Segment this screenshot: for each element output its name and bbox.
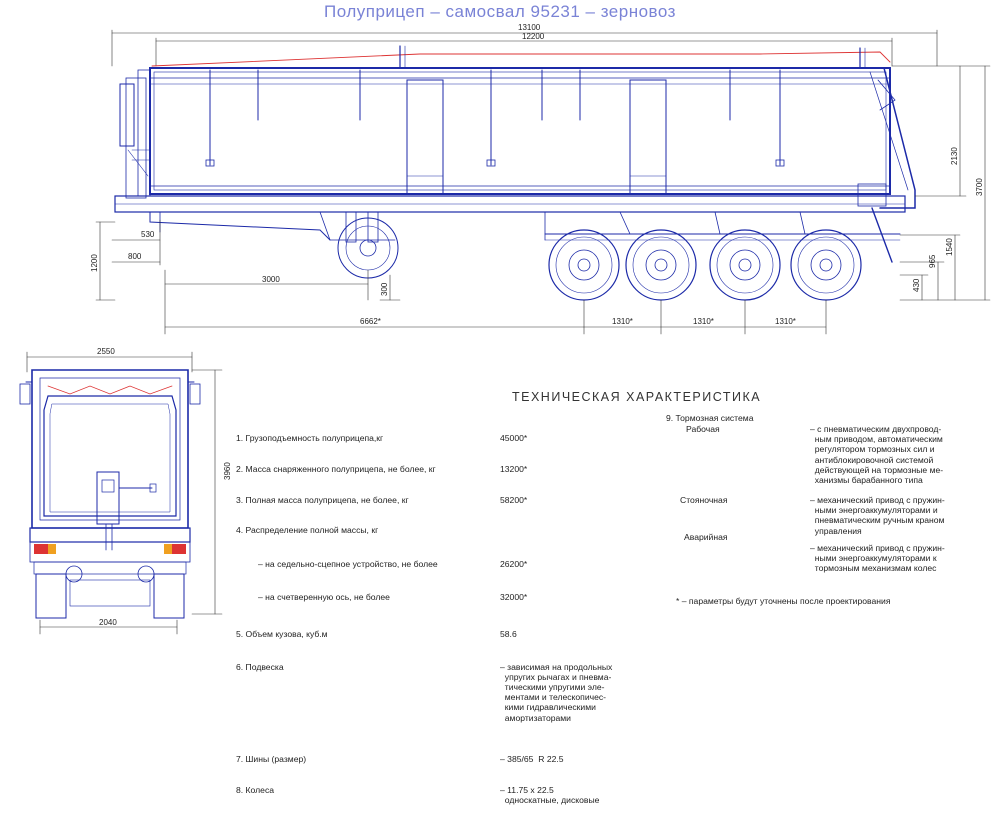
spec-item-label: 1. Грузоподъемность полуприцепа,кг	[236, 433, 384, 444]
dim-3700: 3700	[975, 178, 984, 196]
side-view: 13100 12200	[90, 23, 991, 335]
spec-item-label: 8. Колеса	[236, 784, 275, 795]
dim-430: 430	[912, 278, 921, 292]
dims-rear	[26, 351, 223, 635]
wheels	[337, 217, 862, 301]
spec-item-label: 4. Распределение полной массы, кг	[236, 525, 379, 536]
rear-chassis	[29, 527, 191, 619]
spec-item-value: – зависимая на продольных упругих рычага…	[500, 661, 613, 723]
spec-item-label: 2. Масса снаряженного полуприцепа, не бо…	[236, 464, 436, 474]
rear-view: 2550 3960 2040	[19, 347, 232, 635]
dim-530: 530	[141, 230, 155, 239]
dim-800: 800	[128, 252, 142, 261]
spec-note: * – параметры будут уточнены после проек…	[676, 596, 891, 606]
dim-6662: 6662*	[360, 317, 381, 326]
spec-heading: ТЕХНИЧЕСКАЯ ХАРАКТЕРИСТИКА	[512, 390, 762, 404]
spec-item-value: 58200*	[500, 494, 528, 505]
rear-lights	[34, 544, 186, 554]
dims-left	[95, 219, 827, 335]
dim-965: 965	[928, 254, 937, 268]
rear-gear	[96, 471, 157, 551]
dim-axle-1: 1310*	[612, 317, 633, 326]
spec-item-value: – 385/65 R 22.5	[500, 753, 564, 764]
spec-labels: 1. Грузоподъемность полуприцепа,кг 2. Ма…	[236, 413, 496, 805]
rear-tailgate	[857, 67, 916, 263]
spec-item-value	[500, 525, 660, 535]
trailer-body	[149, 45, 891, 195]
dim-overall-length	[111, 29, 938, 67]
brake-title: 9. Тормозная система	[666, 413, 754, 423]
spec-item-label: 5. Объем кузова, куб.м	[236, 628, 328, 639]
dim-2130: 2130	[950, 147, 959, 165]
dim-rear-width: 2550	[97, 347, 115, 356]
brake-text: – с пневматическим двухпровод- ным приво…	[810, 424, 944, 486]
drawing-title: Полуприцеп – самосвал 95231 – зерновоз	[324, 2, 676, 21]
wheel-axle-2	[625, 229, 697, 301]
dim-300: 300	[380, 282, 389, 296]
spec-values: 45000* 13200* 58200* 26200* 32000* 58.6 …	[500, 413, 660, 815]
technical-drawing: 13100 12200	[19, 23, 991, 635]
dim-overall-length-label: 13100	[518, 23, 541, 32]
spec-item-label: 3. Полная масса полуприцепа, не более, к…	[236, 494, 409, 505]
spec-item-value: 32000*	[500, 592, 528, 603]
spec-item-value: – 11.75 x 22.5 односкатные, дисковые	[500, 784, 600, 805]
spec-item-value: 26200*	[500, 558, 528, 569]
tarp-line	[151, 51, 891, 67]
brake-label: Аварийная	[684, 532, 728, 542]
wheel-axle-4	[790, 229, 862, 301]
chassis	[114, 195, 906, 243]
dim-body-length-label: 12200	[522, 32, 545, 41]
spec-item-value: 13200*	[500, 464, 528, 474]
brake-text: – механический привод с пружин- ными эне…	[810, 495, 945, 536]
dim-rear-height: 3960	[223, 462, 232, 480]
dim-1540: 1540	[945, 238, 954, 256]
spec-item-value: 58.6	[500, 628, 517, 639]
brake-text: – механический привод с пружин- ными эне…	[810, 543, 945, 574]
dim-axle-3: 1310*	[775, 317, 796, 326]
wheel-axle-3	[709, 229, 781, 301]
spec-item-value: 45000*	[500, 433, 528, 444]
spec-item-label: 6. Подвеска	[236, 661, 284, 672]
dim-3000: 3000	[262, 275, 280, 284]
dims-right	[891, 65, 991, 301]
wheel-axle-1	[548, 229, 620, 301]
dim-rear-track: 2040	[99, 618, 117, 627]
spec-item-label: 7. Шины (размер)	[236, 754, 307, 765]
brake-label: Стояночная	[680, 495, 728, 505]
front-equipment	[119, 69, 151, 199]
dim-axle-2: 1310*	[693, 317, 714, 326]
rear-tarp-line	[47, 385, 173, 395]
spec-item-label: – на седельно-сцепное устройство, не бол…	[258, 558, 438, 569]
brake-label: Рабочая	[686, 424, 720, 434]
dim-1200: 1200	[90, 254, 99, 272]
spec-item-label: – на счетверенную ось, не более	[258, 592, 390, 603]
